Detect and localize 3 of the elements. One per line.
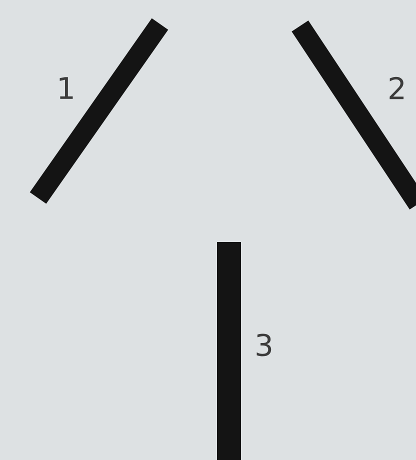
part-number: 2 [390, 76, 404, 100]
part-number: 3 [256, 334, 272, 356]
part-number: 1 [60, 77, 73, 99]
